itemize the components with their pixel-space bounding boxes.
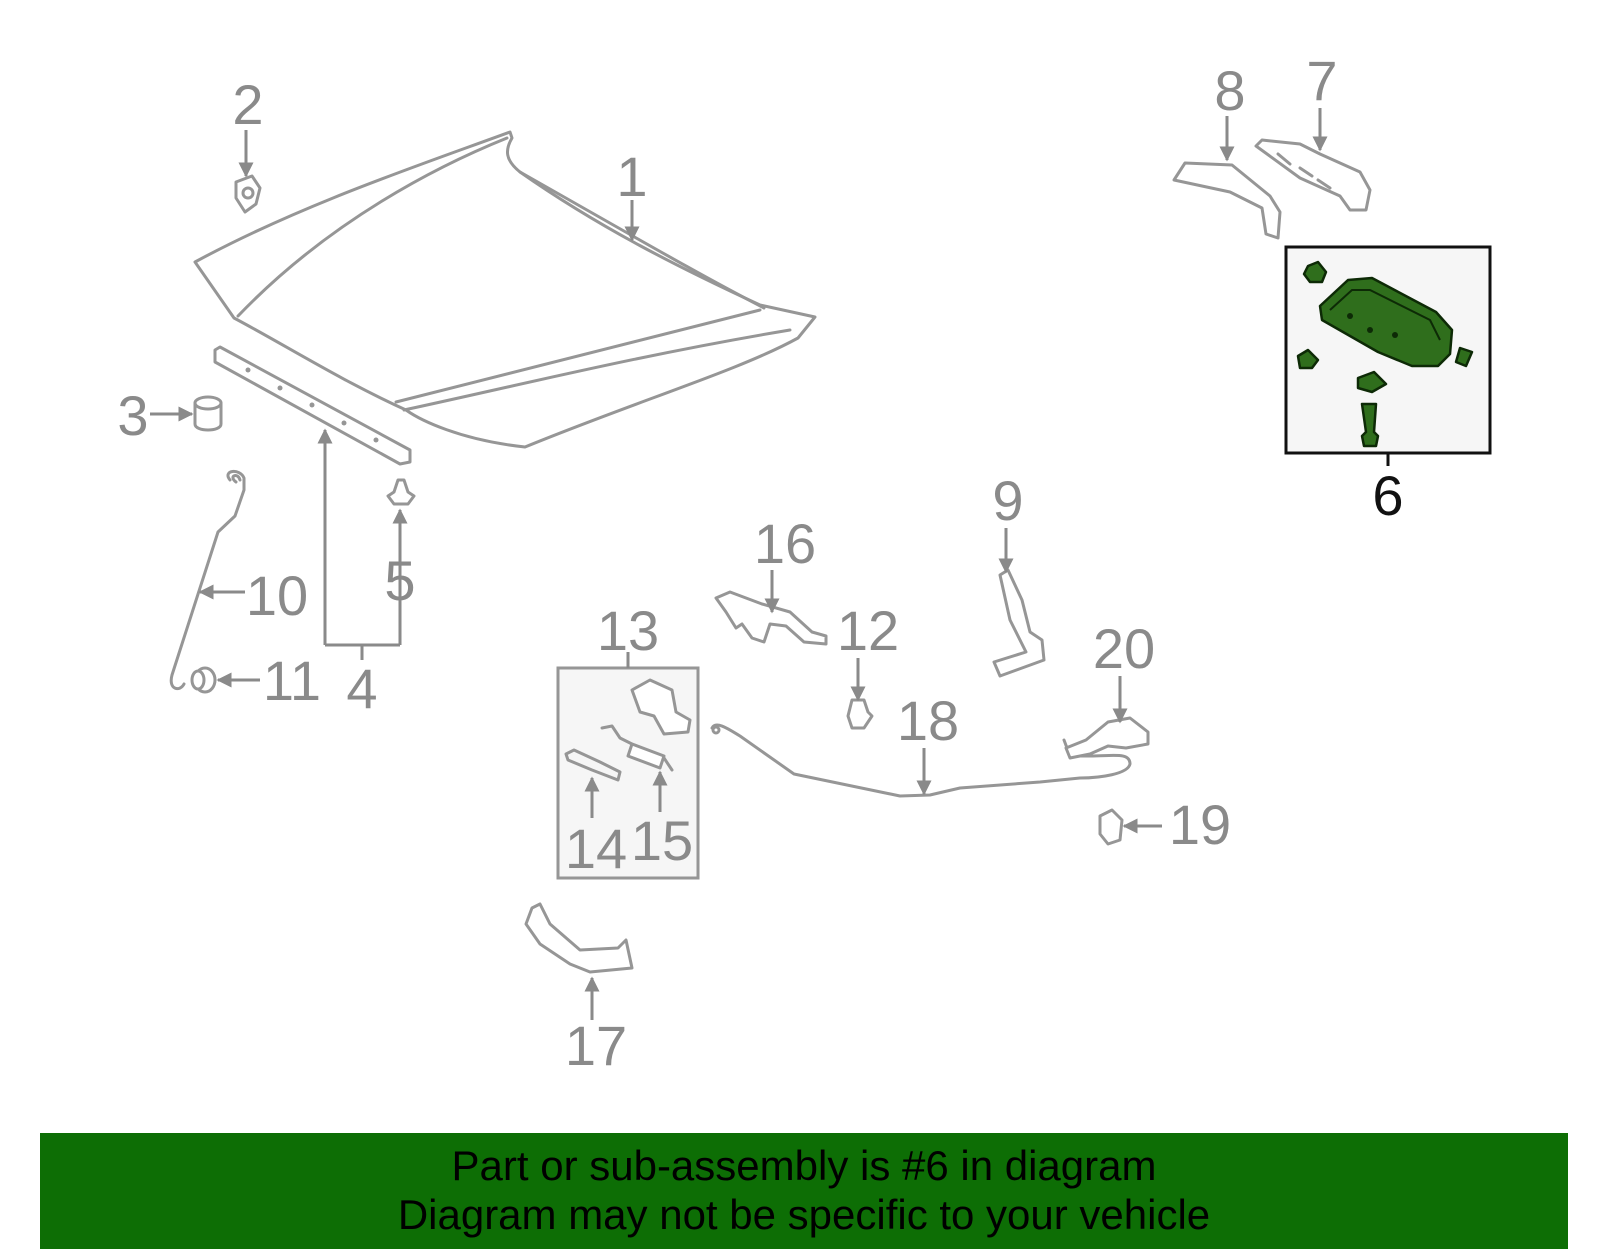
leader-4 [323,430,402,660]
release-cable[interactable] [710,723,1132,798]
callout-6: 6 [1372,464,1403,527]
info-banner: Part or sub-assembly is #6 in diagram Di… [40,1133,1568,1249]
banner-line-1: Part or sub-assembly is #6 in diagram [451,1142,1157,1189]
hood-seal-strip[interactable] [213,345,412,466]
callout-9: 9 [992,469,1023,532]
callout-16: 16 [754,512,816,575]
callout-20: 20 [1093,617,1155,680]
rod-grommet[interactable] [190,666,217,694]
callout-10: 10 [246,564,308,627]
bolt-green [1302,260,1328,284]
callout-3: 3 [117,384,148,447]
push-clip[interactable] [386,478,416,506]
callout-17: 17 [565,1014,627,1077]
hood-hinge[interactable] [992,568,1046,678]
clip-right-green [1454,346,1474,368]
callout-2: 2 [232,73,263,136]
lock-support-bracket[interactable] [524,902,634,974]
callout-4: 4 [346,657,377,720]
screw-green [1360,402,1380,448]
callout-19: 19 [1169,793,1231,856]
callout-14: 14 [565,817,627,880]
hood-scoop[interactable] [1254,138,1372,212]
hood-panel[interactable] [193,130,817,449]
hood-lock [630,678,692,736]
highlighted-assembly-6[interactable] [1284,245,1492,455]
release-handle[interactable] [1064,716,1150,760]
release-lever [564,748,622,782]
hood-clip[interactable] [234,174,262,214]
callout-8: 8 [1214,59,1245,122]
hood-support-rod[interactable] [169,470,246,691]
parts-diagram: 1 2 3 4 5 10 11 [117,49,1492,1077]
release-spring [600,724,674,772]
callout-1: 1 [616,145,647,208]
banner-line-2: Diagram may not be specific to your vehi… [397,1191,1211,1238]
hood-bumper[interactable] [193,395,223,432]
callout-18: 18 [897,689,959,752]
hood-cushion[interactable] [846,698,874,730]
scoop-insert-green [1318,276,1454,368]
callout-11: 11 [263,649,321,712]
cable-clip[interactable] [1098,808,1124,846]
lock-assembly-group-13[interactable] [556,666,700,880]
callout-7: 7 [1306,49,1337,112]
callout-13: 13 [597,599,659,662]
callout-5: 5 [384,549,415,612]
callout-15: 15 [631,809,693,872]
hood-moulding[interactable] [1172,161,1282,240]
callout-12: 12 [837,599,899,662]
clip-left-green [1296,348,1320,370]
bracket-green [1356,370,1388,394]
